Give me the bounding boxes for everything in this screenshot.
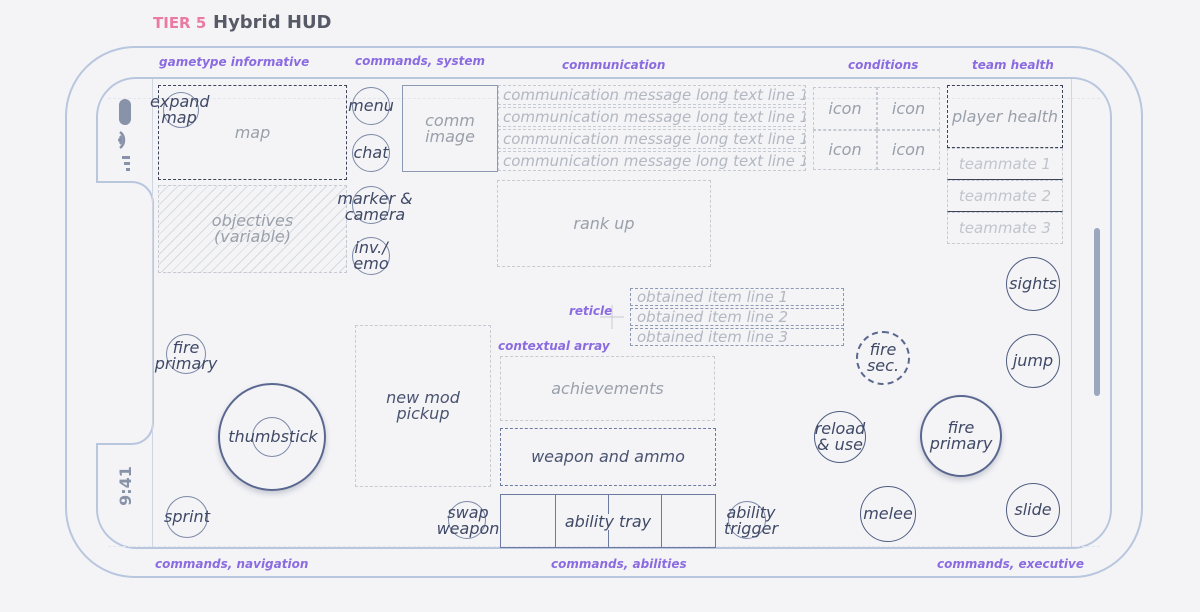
teammate-2: teammate 2 (947, 180, 1063, 212)
jump-button[interactable]: jump (1006, 334, 1060, 388)
map-panel[interactable]: map (158, 85, 347, 180)
obtained-item-2: obtained item line 2 (630, 308, 844, 326)
comm-message-2: communication message long text line 1 (498, 107, 806, 127)
thumbstick-label: thumbstick (228, 427, 318, 446)
teammate-3: teammate 3 (947, 212, 1063, 244)
obtained-item-1: obtained item line 1 (630, 288, 844, 306)
tier-label: TIER 5 (153, 14, 207, 32)
rank-up-panel: rank up (497, 180, 711, 267)
ability-trigger-label: ability trigger (723, 503, 779, 538)
comm-message-1: communication message long text line 1 (498, 85, 806, 105)
weapon-ammo-panel: weapon and ammo (500, 428, 716, 486)
status-time: 9:41 (116, 466, 135, 506)
condition-icon-1: icon (813, 87, 877, 130)
achievements-panel: achievements (500, 356, 715, 421)
map-label: map (234, 122, 271, 142)
sights-button[interactable]: sights (1006, 257, 1060, 311)
reload-use-button[interactable]: reload & use (814, 411, 866, 463)
fire-primary-right-button[interactable]: fire primary (920, 395, 1002, 477)
player-health: player health (947, 85, 1063, 148)
swap-weapon-label: swap weapon (436, 503, 500, 538)
battery-icon (119, 99, 131, 125)
phone-outer-frame (65, 46, 1143, 578)
section-gametype-informative: gametype informative (159, 55, 310, 69)
home-indicator (1094, 228, 1100, 396)
section-conditions: conditions (848, 58, 919, 72)
objectives-panel: objectives (variable) (158, 185, 347, 273)
fire-secondary-button[interactable]: fire sec. (856, 331, 910, 385)
page-title: Hybrid HUD (213, 12, 332, 33)
menu-button[interactable]: menu (348, 87, 394, 125)
melee-button[interactable]: melee (860, 486, 916, 542)
section-team-health: team health (972, 58, 1054, 72)
ability-trigger-button[interactable] (728, 501, 766, 539)
fire-primary-left-button[interactable] (166, 334, 206, 374)
reticle-icon (600, 305, 624, 329)
obtained-item-3: obtained item line 3 (630, 328, 844, 346)
swap-weapon-button[interactable] (448, 501, 486, 539)
section-contextual-array: contextual array (498, 339, 610, 353)
section-reticle: reticle (569, 304, 613, 318)
objectives-label: objectives (variable) (211, 211, 294, 246)
thumbstick-knob[interactable] (252, 417, 292, 457)
section-commands-system: commands, system (355, 54, 485, 68)
slide-button[interactable]: slide (1006, 483, 1060, 537)
marker-camera-button[interactable] (352, 186, 390, 224)
inv-emo-button[interactable]: inv./ emo (352, 237, 390, 275)
thumbstick[interactable] (218, 383, 326, 491)
sprint-button[interactable]: sprint (164, 496, 210, 538)
comm-image: comm image (402, 85, 498, 172)
new-mod-pickup-panel: new mod pickup (355, 325, 491, 487)
condition-icon-3: icon (813, 130, 877, 170)
signal-icon (118, 131, 130, 171)
phone-notch (96, 181, 154, 445)
teammate-1: teammate 1 (947, 148, 1063, 180)
condition-icon-2: icon (877, 87, 940, 130)
comm-message-3: communication message long text line 1 (498, 129, 806, 149)
section-commands-navigation: commands, navigation (155, 557, 309, 571)
section-communication: communication (562, 58, 666, 72)
comm-message-4: communication message long text line 1 (498, 151, 806, 171)
safe-area (152, 79, 1072, 547)
section-commands-executive: commands, executive (937, 557, 1084, 571)
ability-tray-label: ability tray (558, 514, 658, 530)
fire-primary-left-label: fire primary (154, 338, 218, 373)
condition-icon-4: icon (877, 130, 940, 170)
expand-map-button[interactable] (163, 92, 199, 128)
chat-button[interactable]: chat (352, 134, 390, 172)
marker-camera-label: marker & camera (337, 189, 413, 224)
expand-map-label: expand map (150, 92, 210, 127)
section-commands-abilities: commands, abilities (551, 557, 687, 571)
